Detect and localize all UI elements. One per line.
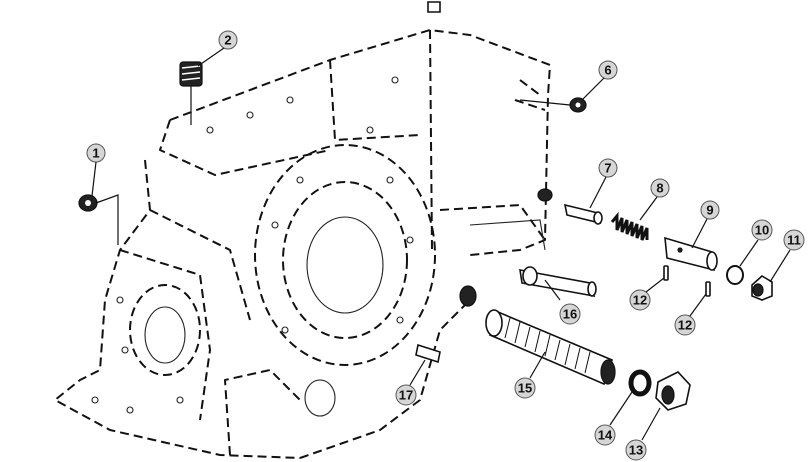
callout-14: 14 — [594, 391, 633, 446]
washer-part-14 — [628, 369, 652, 397]
pin-part-12b — [705, 281, 711, 297]
callout-1: 1 — [86, 143, 106, 197]
callout-6: 6 — [581, 60, 618, 101]
svg-text:12: 12 — [633, 293, 647, 308]
svg-text:11: 11 — [787, 233, 801, 248]
svg-text:2: 2 — [224, 33, 231, 48]
svg-text:16: 16 — [563, 307, 577, 322]
svg-text:12: 12 — [678, 318, 692, 333]
svg-text:7: 7 — [604, 161, 611, 176]
svg-text:15: 15 — [518, 381, 532, 396]
callout-7: 7 — [589, 158, 618, 209]
callout-8: 8 — [639, 178, 670, 221]
callout-15: 15 — [514, 351, 546, 399]
svg-text:8: 8 — [656, 181, 663, 196]
pin-part-12a — [663, 265, 669, 281]
callout-16: 16 — [559, 303, 581, 325]
svg-text:6: 6 — [604, 63, 611, 78]
svg-text:10: 10 — [755, 223, 769, 238]
valve-part-9 — [664, 236, 718, 272]
filter-part-15 — [459, 285, 616, 386]
valve-part-16 — [519, 266, 597, 301]
callout-17: 17 — [395, 359, 426, 406]
callout-11: 11 — [769, 229, 805, 283]
top-plug — [427, 1, 441, 13]
svg-text:14: 14 — [598, 428, 613, 443]
spring-part-2 — [179, 61, 203, 125]
callout-12b: 12 — [674, 293, 707, 336]
callout-10: 10 — [739, 219, 773, 267]
callout-12a: 12 — [629, 277, 665, 311]
nut-part-6 — [519, 97, 587, 113]
spring-part-8 — [610, 211, 649, 241]
valve-spool-part-7 — [537, 188, 603, 225]
plug-part-13 — [655, 371, 691, 411]
svg-text:13: 13 — [629, 443, 643, 458]
callout-13: 13 — [625, 407, 661, 461]
svg-text:1: 1 — [92, 146, 99, 161]
pin-part-17 — [415, 343, 441, 364]
transmission-housing — [54, 29, 551, 459]
callout-2: 2 — [197, 30, 238, 67]
nut-part-1 — [78, 194, 119, 245]
svg-text:9: 9 — [706, 203, 713, 218]
callout-9: 9 — [691, 200, 720, 249]
plug-part-11 — [751, 275, 773, 301]
svg-text:17: 17 — [399, 388, 413, 403]
o-ring-part-10 — [726, 265, 744, 285]
